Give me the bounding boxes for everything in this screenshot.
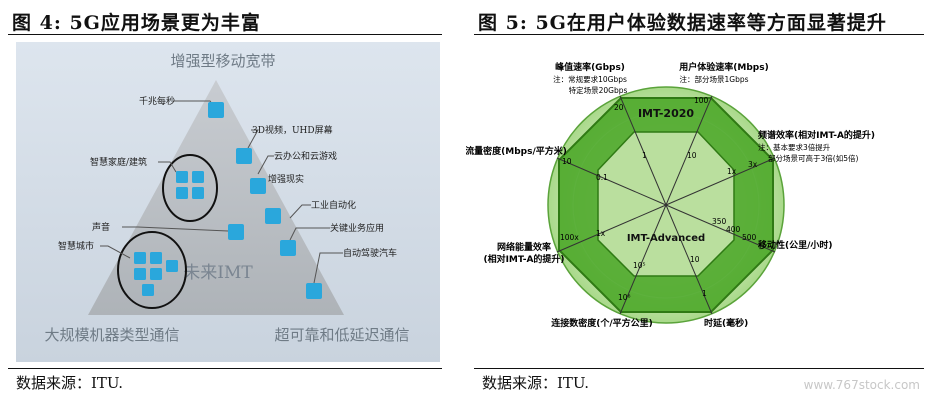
watermark: www.767stock.com — [803, 378, 920, 392]
smart-home-icon-4 — [192, 187, 204, 199]
axis-latency-tick-1: 10 — [690, 255, 700, 264]
item-smart-home: 智慧家庭/建筑 — [90, 156, 147, 168]
smart-city-icon-6 — [142, 284, 154, 296]
axis-user-rate-tick-2: 100 — [694, 96, 709, 105]
figure-4-source: 数据来源：ITU. — [16, 374, 123, 392]
axis-connection-density-tick-2: 10⁶ — [618, 293, 631, 302]
figure-5-source: 数据来源：ITU. — [482, 374, 589, 392]
figure-5-panel: 图 5: 5G在用户体验数据速率等方面显著提升 — [466, 0, 932, 402]
axis-energy-efficiency-subtitle: (相对IMT-A的提升) — [483, 253, 564, 265]
axis-spectral-efficiency-note-1: 注：基本要求3倍提升 — [758, 142, 831, 152]
item-3d-video: 3D视频，UHD屏幕 — [252, 124, 333, 136]
axis-energy-efficiency-name: 网络能量效率 — [497, 241, 551, 253]
axis-connection-density-name: 连接数密度(个/平方公里) — [551, 317, 653, 329]
axis-peak-rate-tick-1: 1 — [642, 151, 647, 160]
corner-label-top: 增强型移动宽带 — [170, 52, 275, 70]
item-smart-city: 智慧城市 — [58, 240, 94, 252]
axis-energy-efficiency-tick-1: 1x — [596, 229, 606, 238]
figure-4-title: 图 4: 5G应用场景更为丰富 — [12, 12, 261, 34]
self-driving-icon — [306, 283, 322, 299]
axis-energy-efficiency: 网络能量效率 (相对IMT-A的提升) 1x 100x — [483, 229, 605, 265]
scenario-triangle-diagram: 增强型移动宽带 大规模机器类型通信 超可靠和低延迟通信 未来IMT — [16, 42, 440, 362]
figure-5-bottom-rule — [474, 368, 924, 369]
axis-user-rate-tick-1: 10 — [687, 151, 697, 160]
axis-traffic-density-tick-1: 0.1 — [596, 173, 608, 182]
smart-city-icon-2 — [150, 252, 162, 264]
axis-latency-name: 时延(毫秒) — [704, 317, 748, 329]
axis-connection-density-tick-1: 10⁵ — [633, 261, 646, 270]
axis-user-rate: 用户体验速率(Mbps) 注：部分场景1Gbps 10 100 — [678, 61, 768, 160]
axis-traffic-density-name: 流量密度(Mbps/平方米) — [466, 145, 567, 157]
imt-radar-diagram: IMT-2020 IMT-Advanced 峰值速率(Gbps) 注：常规要求1… — [466, 61, 875, 329]
axis-peak-rate-note-1: 注：常规要求10Gbps — [553, 74, 627, 84]
axis-connection-density: 连接数密度(个/平方公里) 10⁵ 10⁶ — [551, 261, 653, 329]
3d-video-icon — [236, 148, 252, 164]
axis-spectral-efficiency: 频谱效率(相对IMT-A的提升) 注：基本要求3倍提升 部分场景可高于3倍(如5… — [727, 129, 875, 176]
smart-city-icon-1 — [134, 252, 146, 264]
cloud-office-icon — [250, 178, 266, 194]
axis-spectral-efficiency-name: 频谱效率(相对IMT-A的提升) — [758, 129, 875, 141]
smart-home-group-circle — [162, 154, 218, 222]
imt-2020-label: IMT-2020 — [638, 107, 694, 120]
smart-city-icon-3 — [134, 268, 146, 280]
gigabit-icon — [208, 102, 224, 118]
axis-spectral-efficiency-tick-1: 1x — [727, 167, 737, 176]
axis-mobility-tick-3: 500 — [742, 233, 757, 242]
figure-5-title: 图 5: 5G在用户体验数据速率等方面显著提升 — [478, 12, 887, 34]
corner-label-bottom-right: 超可靠和低延迟通信 — [274, 326, 409, 344]
axis-peak-rate: 峰值速率(Gbps) 注：常规要求10Gbps 特定场景20Gbps 1 20 — [553, 61, 647, 160]
axis-user-rate-note-1: 注：部分场景1Gbps — [679, 74, 748, 84]
smart-home-icon-3 — [176, 187, 188, 199]
axis-traffic-density: 流量密度(Mbps/平方米) 0.1 10 — [466, 145, 608, 182]
figure-5-top-rule — [474, 34, 924, 35]
critical-mission-icon — [280, 240, 296, 256]
axis-energy-efficiency-tick-2: 100x — [560, 233, 579, 242]
item-self-driving: 自动驾驶汽车 — [343, 247, 397, 259]
item-industrial-automation: 工业自动化 — [311, 199, 356, 211]
axis-peak-rate-note-2: 特定场景20Gbps — [569, 85, 628, 95]
axis-spectral-efficiency-note-2: 部分场景可高于3倍(如5倍) — [768, 153, 858, 163]
augmented-reality-icon — [265, 208, 281, 224]
axis-peak-rate-tick-2: 20 — [614, 103, 624, 112]
item-gigabit: 千兆每秒 — [139, 95, 175, 107]
smart-home-icon-2 — [192, 171, 204, 183]
voice-icon — [228, 224, 244, 240]
axis-mobility-tick-2: 400 — [726, 225, 741, 234]
figure-4-panel: 图 4: 5G应用场景更为丰富 增强型移动宽带 大规模机器类型通信 超可靠和低延… — [0, 0, 450, 402]
axis-traffic-density-tick-2: 10 — [562, 157, 572, 166]
smart-home-icon-1 — [176, 171, 188, 183]
axis-mobility-name: 移动性(公里/小时) — [758, 239, 833, 251]
axis-latency: 时延(毫秒) 10 1 — [690, 255, 748, 329]
corner-label-bottom-left: 大规模机器类型通信 — [44, 326, 179, 344]
smart-city-icon-5 — [166, 260, 178, 272]
figure-4-top-rule — [8, 34, 442, 35]
axis-spectral-efficiency-tick-2: 3x — [748, 160, 758, 169]
center-label: 未来IMT — [183, 263, 253, 283]
figure-4-bottom-rule — [8, 368, 442, 369]
axis-peak-rate-name: 峰值速率(Gbps) — [555, 61, 625, 73]
smart-city-icon-4 — [150, 268, 162, 280]
axis-mobility-tick-1: 350 — [712, 217, 727, 226]
radar-spokes — [556, 95, 776, 315]
axis-user-rate-name: 用户体验速率(Mbps) — [678, 61, 768, 73]
axis-latency-tick-2: 1 — [702, 289, 707, 298]
item-voice: 声音 — [92, 221, 110, 233]
icon-set — [134, 102, 322, 299]
item-augmented-reality: 增强现实 — [268, 173, 304, 185]
item-cloud-office: 云办公和云游戏 — [274, 150, 337, 162]
item-critical-mission: 关键业务应用 — [330, 222, 384, 234]
axis-mobility: 移动性(公里/小时) 350 400 500 — [712, 217, 833, 251]
smart-city-group-circle — [117, 231, 187, 309]
imt-advanced-label: IMT-Advanced — [627, 233, 705, 244]
